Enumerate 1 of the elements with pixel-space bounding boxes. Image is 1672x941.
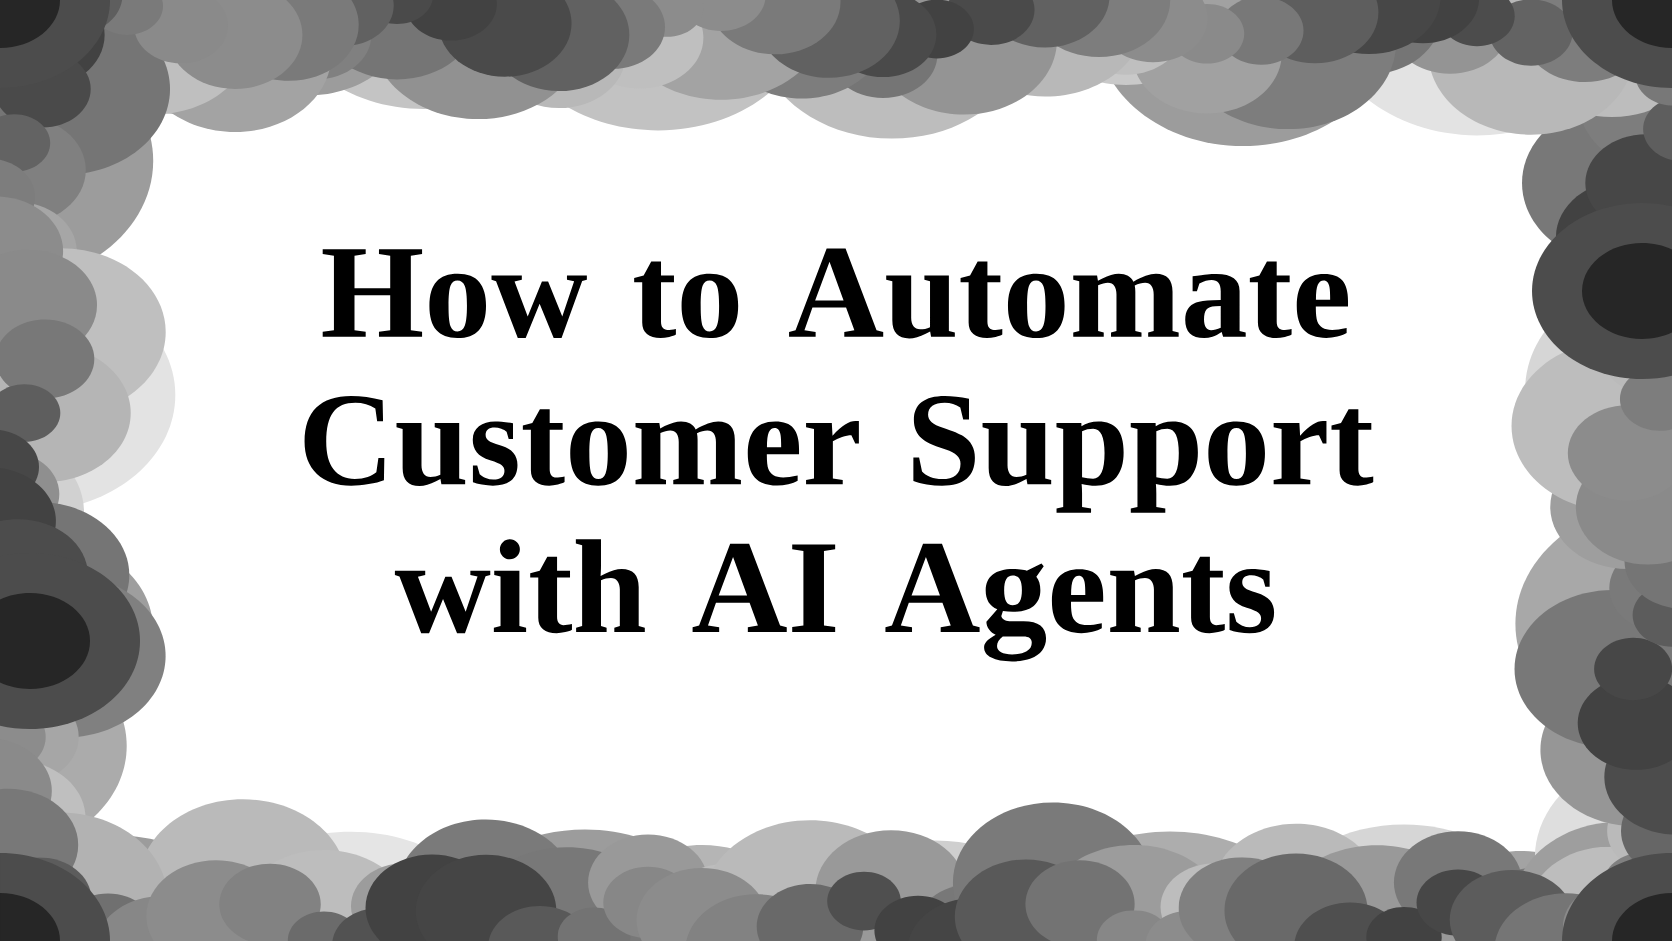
- title: How to Automate Customer Support with AI Agents: [304, 248, 1374, 662]
